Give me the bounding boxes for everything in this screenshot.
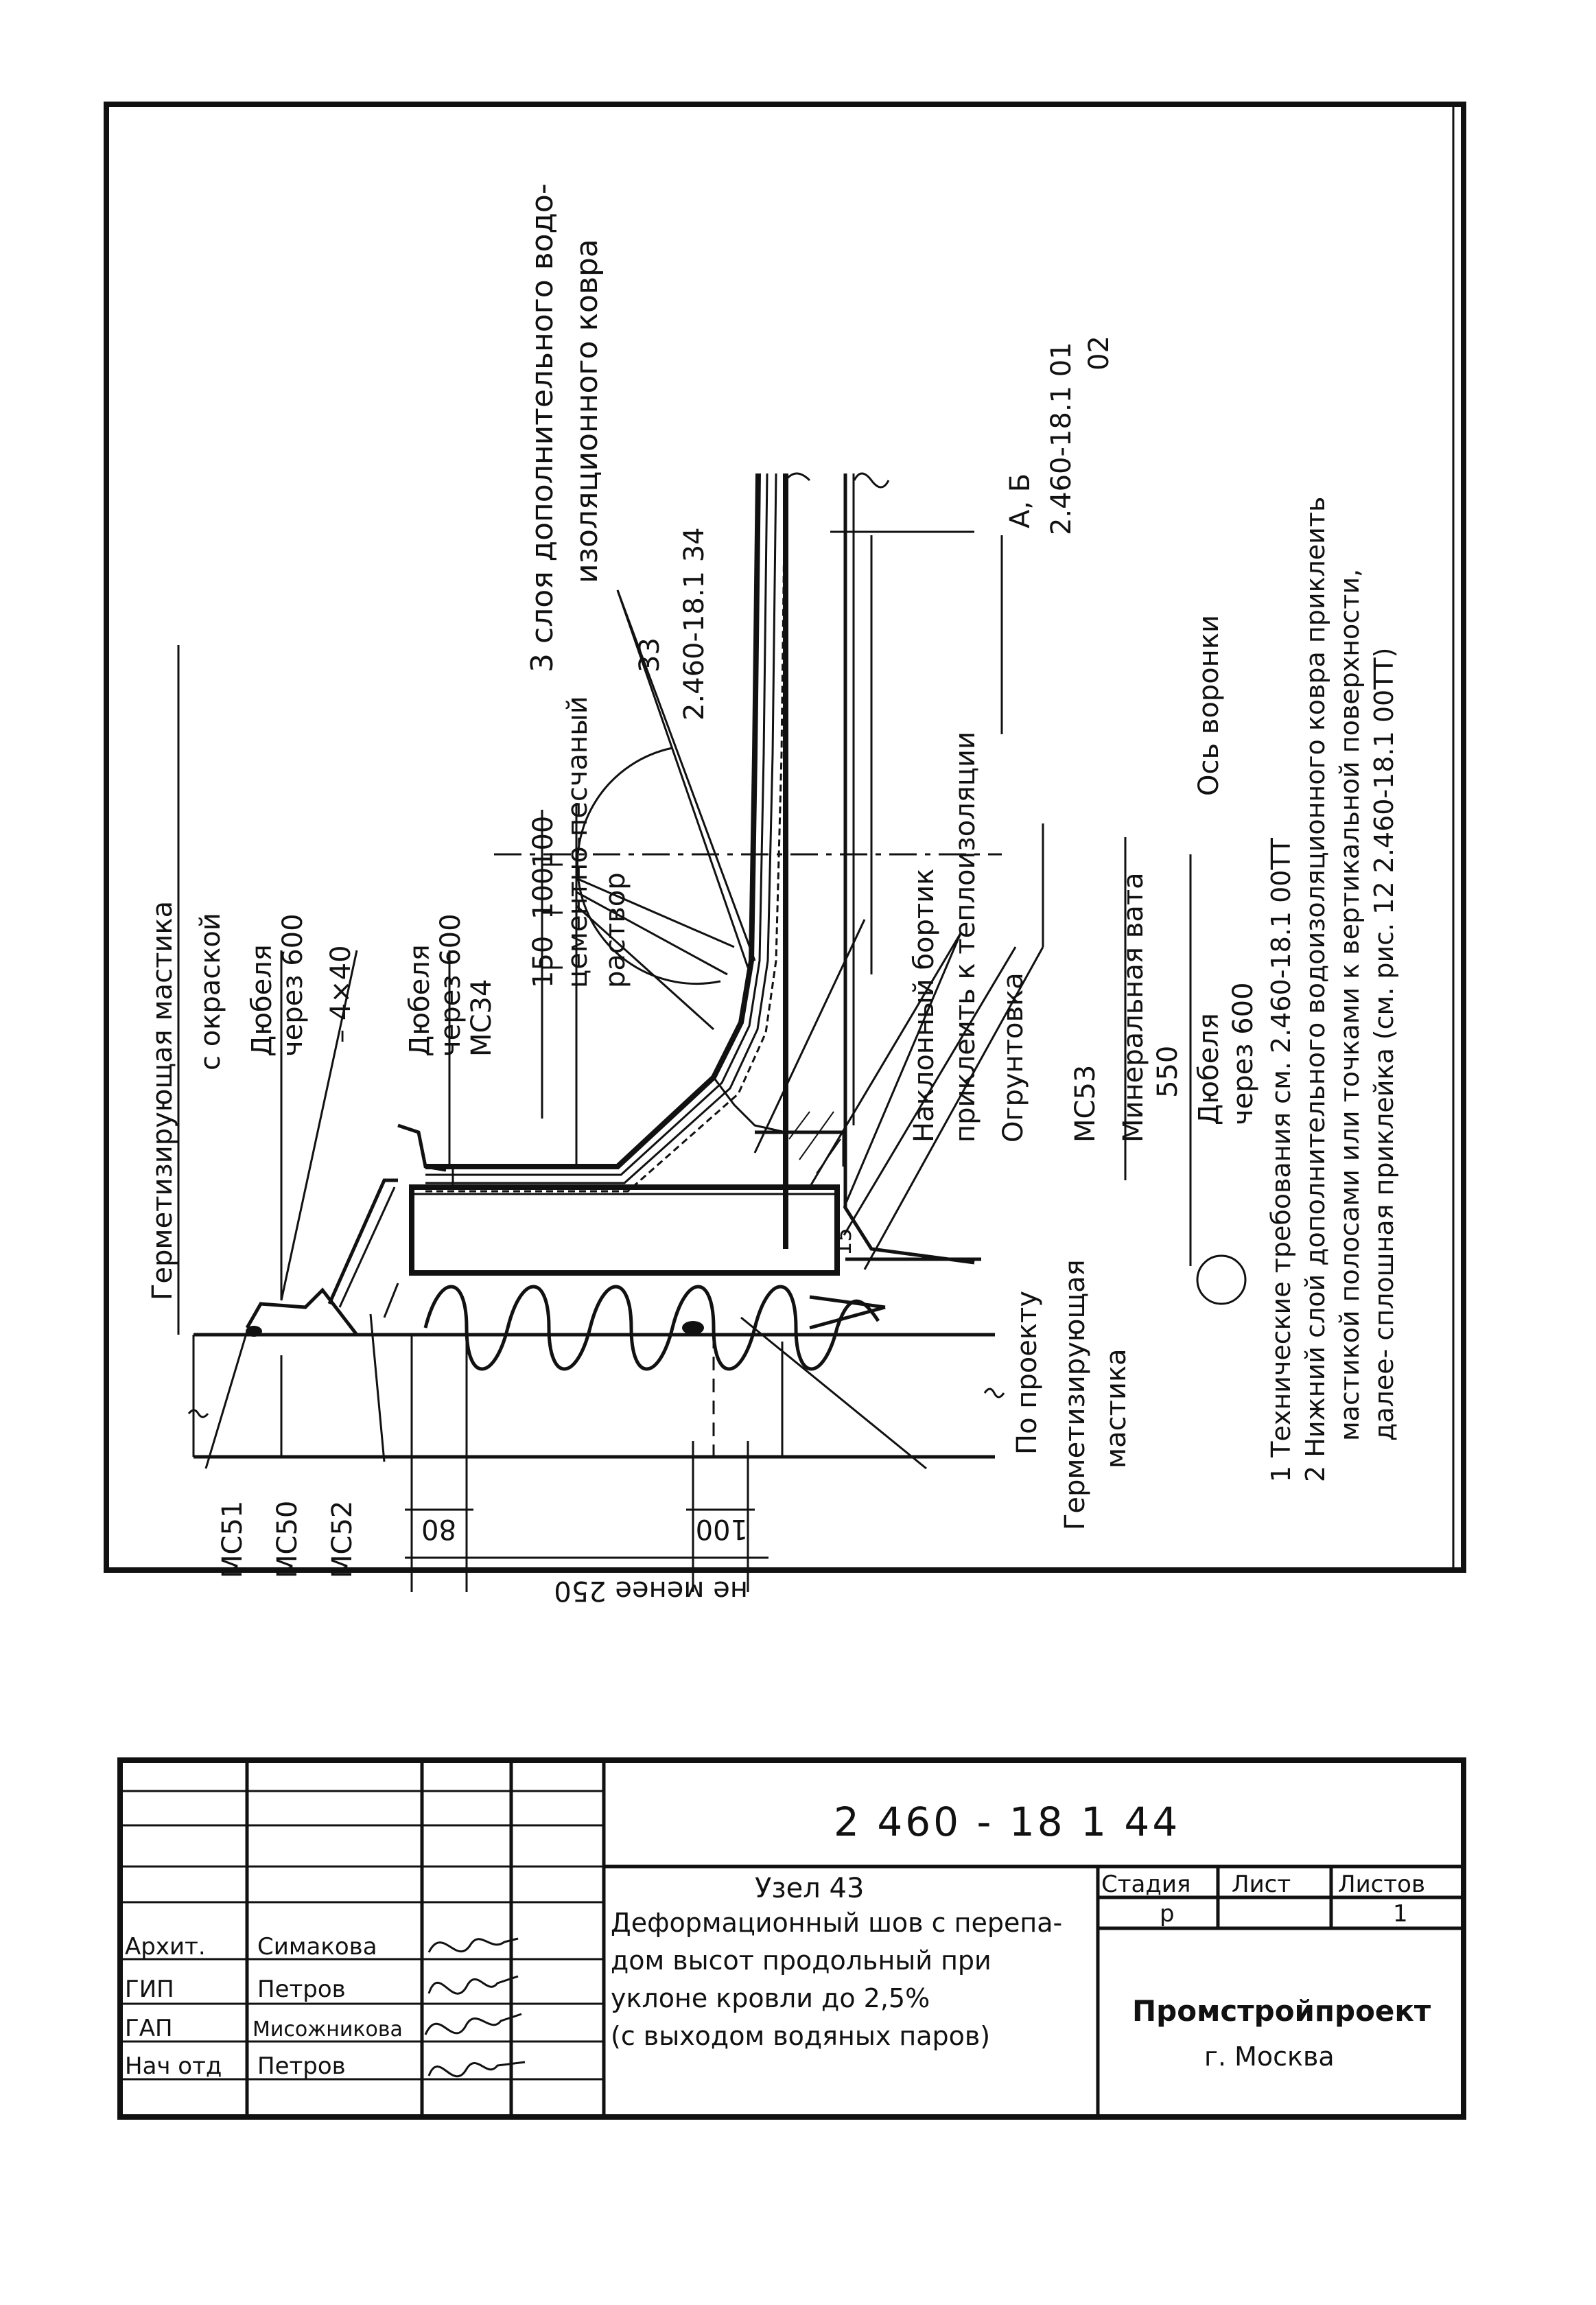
title-line-2: дом высот продольный при	[611, 1945, 991, 1976]
ref-33-arc	[576, 747, 721, 985]
label-extra-layers-2: изоляционного ковра	[570, 239, 605, 583]
rotated-labels: Герметизирующая мастика с окраской Дюбел…	[147, 183, 1259, 1578]
label-dowels-3: Дюбеля	[1193, 1013, 1225, 1125]
base-slab	[187, 1333, 1005, 1459]
label-dim-100c: 100	[696, 1513, 748, 1545]
label-dowels-1-step: через 600	[277, 913, 309, 1057]
org-city: г. Москва	[1204, 2041, 1335, 2072]
title-block-frame	[117, 1757, 1466, 2120]
label-ms50: МС50	[272, 1501, 303, 1578]
sealant-blob-bottom	[682, 1321, 704, 1335]
staff-role-4: Нач отд	[125, 2052, 222, 2080]
label-sloped-curb: Наклонный бортик	[908, 869, 940, 1143]
label-dowels-1: Дюбеля	[246, 944, 278, 1057]
sheet-label: Лист	[1232, 1871, 1291, 1898]
parapet-wall	[783, 472, 981, 1265]
title-line-1: Деформационный шов с перепа-	[611, 1908, 1062, 1938]
label-dim-min250: не менее 250	[554, 1575, 748, 1606]
metal-flashing	[245, 1123, 447, 1336]
inverted-dim-labels: 80 100 не менее 250	[421, 1513, 748, 1606]
label-ref-ab-num: А, Б	[1005, 473, 1036, 528]
staff-name-1: Симакова	[257, 1933, 377, 1961]
label-ref-ab-doc: 2.460-18.1 01	[1046, 342, 1077, 535]
note-1: 1 Технические требования см. 2.460-18.1 …	[1266, 837, 1296, 1482]
label-dowels-3-step: через 600	[1228, 982, 1259, 1125]
label-ms52: МС52	[327, 1501, 358, 1578]
label-mineral-wool: Минеральная вата	[1118, 872, 1149, 1143]
label-dim-550: 550	[1152, 1046, 1184, 1098]
label-extra-layers-1: 3 слоя дополнительного водо-	[525, 183, 560, 672]
staff-role-3: ГАП	[125, 2015, 173, 2042]
label-sealant-2a: Герметизирующая	[1059, 1259, 1091, 1530]
notes-block: 1 Технические требования см. 2.460-18.1 …	[1266, 497, 1399, 1482]
label-ref-33-doc: 2.460-18.1 34	[679, 527, 710, 721]
org-name: Промстройпроект	[1132, 1994, 1431, 2028]
staff-role-1: Архит.	[125, 1933, 206, 1961]
note-3: мастикой полосами или точками к вертикал…	[1335, 569, 1365, 1441]
sealant-blob-top	[246, 1326, 262, 1337]
label-top-paint: с окраской	[195, 913, 226, 1070]
sheets-value: 1	[1393, 1900, 1408, 1928]
signature-1	[427, 1937, 519, 1953]
label-dowels-2-step: через 600	[435, 913, 467, 1057]
title-line-3: уклоне кровли до 2,5%	[611, 1983, 930, 2013]
label-by-project: По проекту	[1011, 1291, 1043, 1455]
bottom-dimensions	[405, 1335, 768, 1592]
sheet-frame	[104, 102, 1466, 1573]
staff-name-4: Петров	[257, 2052, 346, 2080]
label-cement-1: цементно-песчаный	[562, 696, 594, 988]
staff-name-2: Петров	[257, 1976, 346, 2003]
stage-label: Стадия	[1101, 1871, 1190, 1898]
stage-value: р	[1160, 1900, 1175, 1928]
note-4: далее- сплошная приклейка (см. рис. 12 2…	[1369, 648, 1399, 1441]
signature-4	[427, 2061, 526, 2078]
doc-code: 2 460 - 18 1 44	[834, 1799, 1180, 1845]
insulation-hatch	[788, 1111, 841, 1174]
label-funnel-axis: Ось воронки	[1193, 615, 1225, 796]
title-line-4: (с выходом водяных паров)	[611, 2021, 990, 2051]
sheets-label: Листов	[1338, 1871, 1425, 1898]
mineral-wool-coil	[423, 1285, 886, 1371]
label-dowels-2: Дюбеля	[404, 944, 436, 1057]
node-label: Узел 43	[755, 1873, 864, 1904]
label-dim-100a: 100	[528, 867, 559, 920]
label-glue-insul: приклеить к теплоизоляции	[950, 732, 981, 1143]
roof-membrane-layers	[425, 473, 846, 1193]
signature-3	[424, 2013, 522, 2035]
label-cement-2: раствор	[600, 872, 631, 988]
label-sealant-2b: мастика	[1101, 1348, 1132, 1469]
title-block: 2 460 - 18 1 44 Узел 43 Деформационный ш…	[117, 1757, 1466, 2120]
curb-box	[409, 1167, 840, 1276]
label-ref-ab-sheet: 02	[1083, 336, 1115, 371]
staff-name-3: Мисожникова	[253, 2017, 403, 2041]
top-dimensions	[541, 810, 563, 1119]
label-dim-100b: 100	[528, 816, 559, 868]
label-primer: Огрунтовка	[998, 972, 1029, 1143]
label-ms34: МС34	[466, 979, 497, 1057]
label-dim-15: 15	[830, 1228, 856, 1256]
signature-2	[427, 1975, 519, 1995]
label-dim-150: 150	[528, 936, 559, 988]
label-ms51: МС51	[217, 1501, 248, 1578]
label-top-sealant: Герметизирующая мастика	[147, 901, 178, 1300]
note-2: 2 Нижний слой дополнительного водоизоляц…	[1300, 497, 1330, 1482]
label-ref-33-num: 33	[634, 637, 666, 672]
staff-role-2: ГИП	[125, 1976, 174, 2003]
label-ms53: МС53	[1070, 1065, 1101, 1143]
funnel-axis-circle	[1196, 1254, 1247, 1305]
label-dim-80: 80	[421, 1513, 456, 1545]
leader-lines	[177, 530, 1127, 1470]
detail-drawing: Герметизирующая мастика с окраской Дюбел…	[147, 183, 1399, 1606]
label-strip: – 4×40	[325, 945, 357, 1043]
